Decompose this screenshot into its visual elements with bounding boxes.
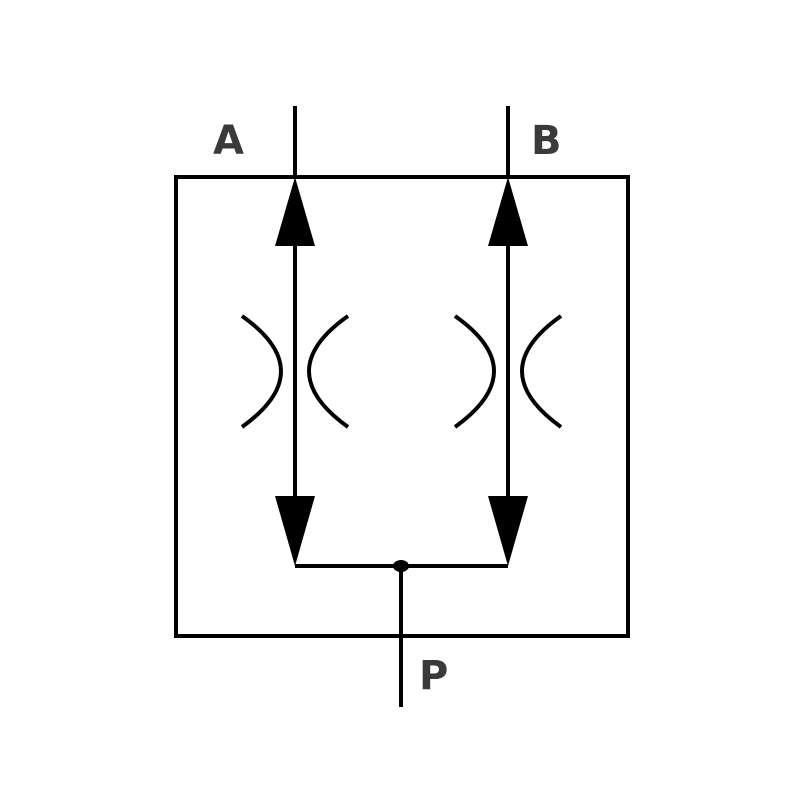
port-p-label: P: [419, 653, 449, 699]
arrow-down-a-icon: [275, 496, 315, 566]
arrow-up-b-icon: [488, 177, 528, 246]
arrow-up-a-icon: [275, 177, 315, 246]
orifice-a-icon: [240, 314, 350, 429]
orifice-b-icon: [453, 314, 563, 429]
port-a-label: A: [213, 118, 244, 164]
port-b-label: B: [531, 118, 562, 164]
arrow-down-b-icon: [488, 496, 528, 566]
